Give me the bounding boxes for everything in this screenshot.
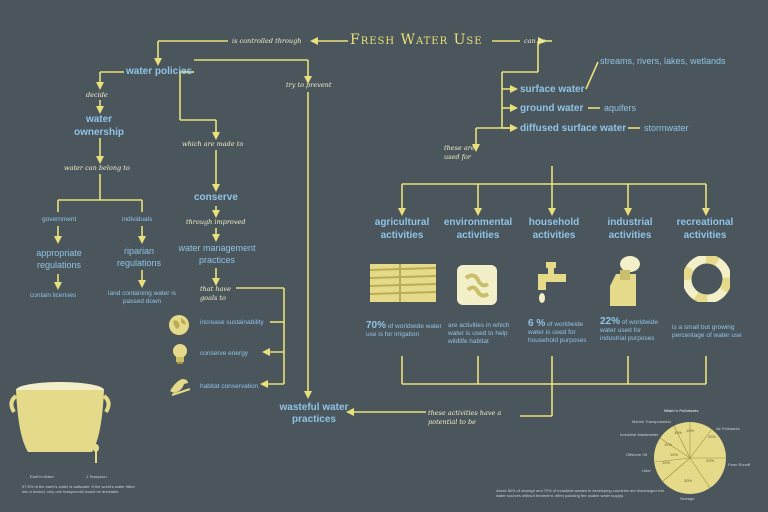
- teaspoon-label: 1 Teaspoon: [86, 474, 107, 479]
- factory-icon: [606, 252, 646, 313]
- node-water-policies: water policies: [126, 66, 193, 77]
- node-water-management: water management practices: [178, 243, 256, 265]
- bucket-caption: 97.5% of the earth's water is saltwater.…: [22, 484, 135, 494]
- link-decide: decide: [86, 91, 108, 99]
- pie-value: 30%: [684, 478, 693, 483]
- node-land-passed-down: land containing water is passed down: [108, 290, 176, 305]
- bird-icon: [166, 373, 192, 402]
- pie-label: Litter: [642, 468, 651, 473]
- activity-desc: 22% of worldwide water used for industri…: [600, 316, 666, 343]
- activity-pct: 22%: [600, 316, 621, 327]
- pie-value: 10%: [662, 460, 671, 465]
- bucket-label: Earth's Water: [30, 474, 54, 479]
- activity-title: agricultural activities: [374, 217, 430, 241]
- activity-desc: is a small but growing percentage of wat…: [672, 324, 742, 339]
- activity-title: household activities: [528, 217, 580, 241]
- pie-value: 10%: [674, 430, 683, 435]
- node-aquifers: aquifers: [604, 103, 637, 113]
- node-riparian-regulations: riparian regulations: [116, 246, 162, 268]
- page-title: Fresh Water Use: [350, 32, 483, 48]
- lifebuoy-icon: [682, 254, 732, 307]
- teaspoon-icon: [92, 444, 100, 469]
- link-these-are-used-for: these are used for: [444, 144, 475, 161]
- pie-value: 10%: [670, 452, 679, 457]
- activity-desc-text: of worldwide water is used for household…: [528, 321, 587, 344]
- link-water-can-belong: water can belong to: [64, 164, 130, 172]
- goal-label: conserve energy: [200, 350, 249, 357]
- pie-label: Air Pollutants: [716, 426, 740, 431]
- bucket-icon: [8, 380, 112, 465]
- node-government: government: [42, 216, 77, 223]
- globe-icon: [168, 314, 190, 341]
- pollutants-pie: [652, 420, 728, 501]
- node-surface-water: surface water: [520, 84, 585, 95]
- node-diffused-surface-water: diffused surface water: [520, 123, 627, 134]
- pie-value: 20%: [706, 458, 715, 463]
- pie-title: Water's Pollutants: [664, 408, 699, 413]
- pie-value: 33%: [708, 434, 717, 439]
- pie-label: Industrial Wastewater: [620, 432, 659, 437]
- activity-desc: 70% of worldwide water use is for irriga…: [366, 320, 442, 339]
- activity-desc: are activities in which water is used to…: [448, 322, 510, 345]
- pie-label: Farm Runoff: [728, 462, 751, 467]
- activity-desc-text: of worldwide water use is for irrigation: [366, 323, 442, 338]
- node-ground-water: ground water: [520, 103, 584, 114]
- goal-label: increase sustainability: [200, 319, 264, 326]
- goal-label: habitat conservation: [200, 383, 259, 390]
- link-which-are-made-to: which are made to: [182, 140, 244, 148]
- activity-desc-text: of worldwide water used for industrial p…: [600, 319, 658, 342]
- node-appropriate-regulations: appropriate regulations: [36, 248, 82, 270]
- pie-label: Offshore Oil: [626, 452, 648, 457]
- pie-value: 12%: [664, 442, 673, 447]
- wave-icon: [456, 264, 498, 311]
- activity-pct: 70%: [366, 320, 387, 331]
- node-conserve: conserve: [194, 192, 238, 203]
- activity-pct: 6 %: [528, 318, 546, 329]
- activity-title: environmental activities: [443, 217, 513, 241]
- node-surface-water-examples: streams, rivers, lakes, wetlands: [600, 56, 726, 66]
- pie-label: Marine Transportation: [632, 419, 671, 424]
- node-contain-licenses: contain licenses: [30, 292, 77, 299]
- link-potential-to-be: these activities have a potential to be: [428, 409, 502, 426]
- activity-title: industrial activities: [607, 217, 653, 241]
- lightbulb-icon: [172, 343, 188, 370]
- pie-value: 10%: [686, 428, 695, 433]
- link-try-to-prevent: try to prevent: [286, 81, 332, 89]
- node-wasteful-practices: wasteful water practices: [279, 402, 349, 425]
- pie-footnote: About 80% of sewage and 70% of industria…: [496, 488, 665, 498]
- field-icon: [369, 264, 437, 307]
- node-individuals: individuals: [122, 216, 153, 223]
- node-stormwater: stormwater: [644, 123, 689, 133]
- activity-title: recreational activities: [676, 217, 734, 241]
- node-water-ownership: water ownership: [73, 114, 124, 138]
- link-can-be: can be: [524, 37, 546, 45]
- activity-desc: 6 % of worldwide water is used for house…: [528, 318, 598, 345]
- link-that-have-goals: that have goals to: [200, 285, 231, 302]
- link-controlled-through: is controlled through: [232, 37, 302, 45]
- link-through-improved: through improved: [186, 218, 246, 226]
- faucet-icon: [532, 260, 572, 311]
- pie-label: Sewage: [680, 496, 695, 501]
